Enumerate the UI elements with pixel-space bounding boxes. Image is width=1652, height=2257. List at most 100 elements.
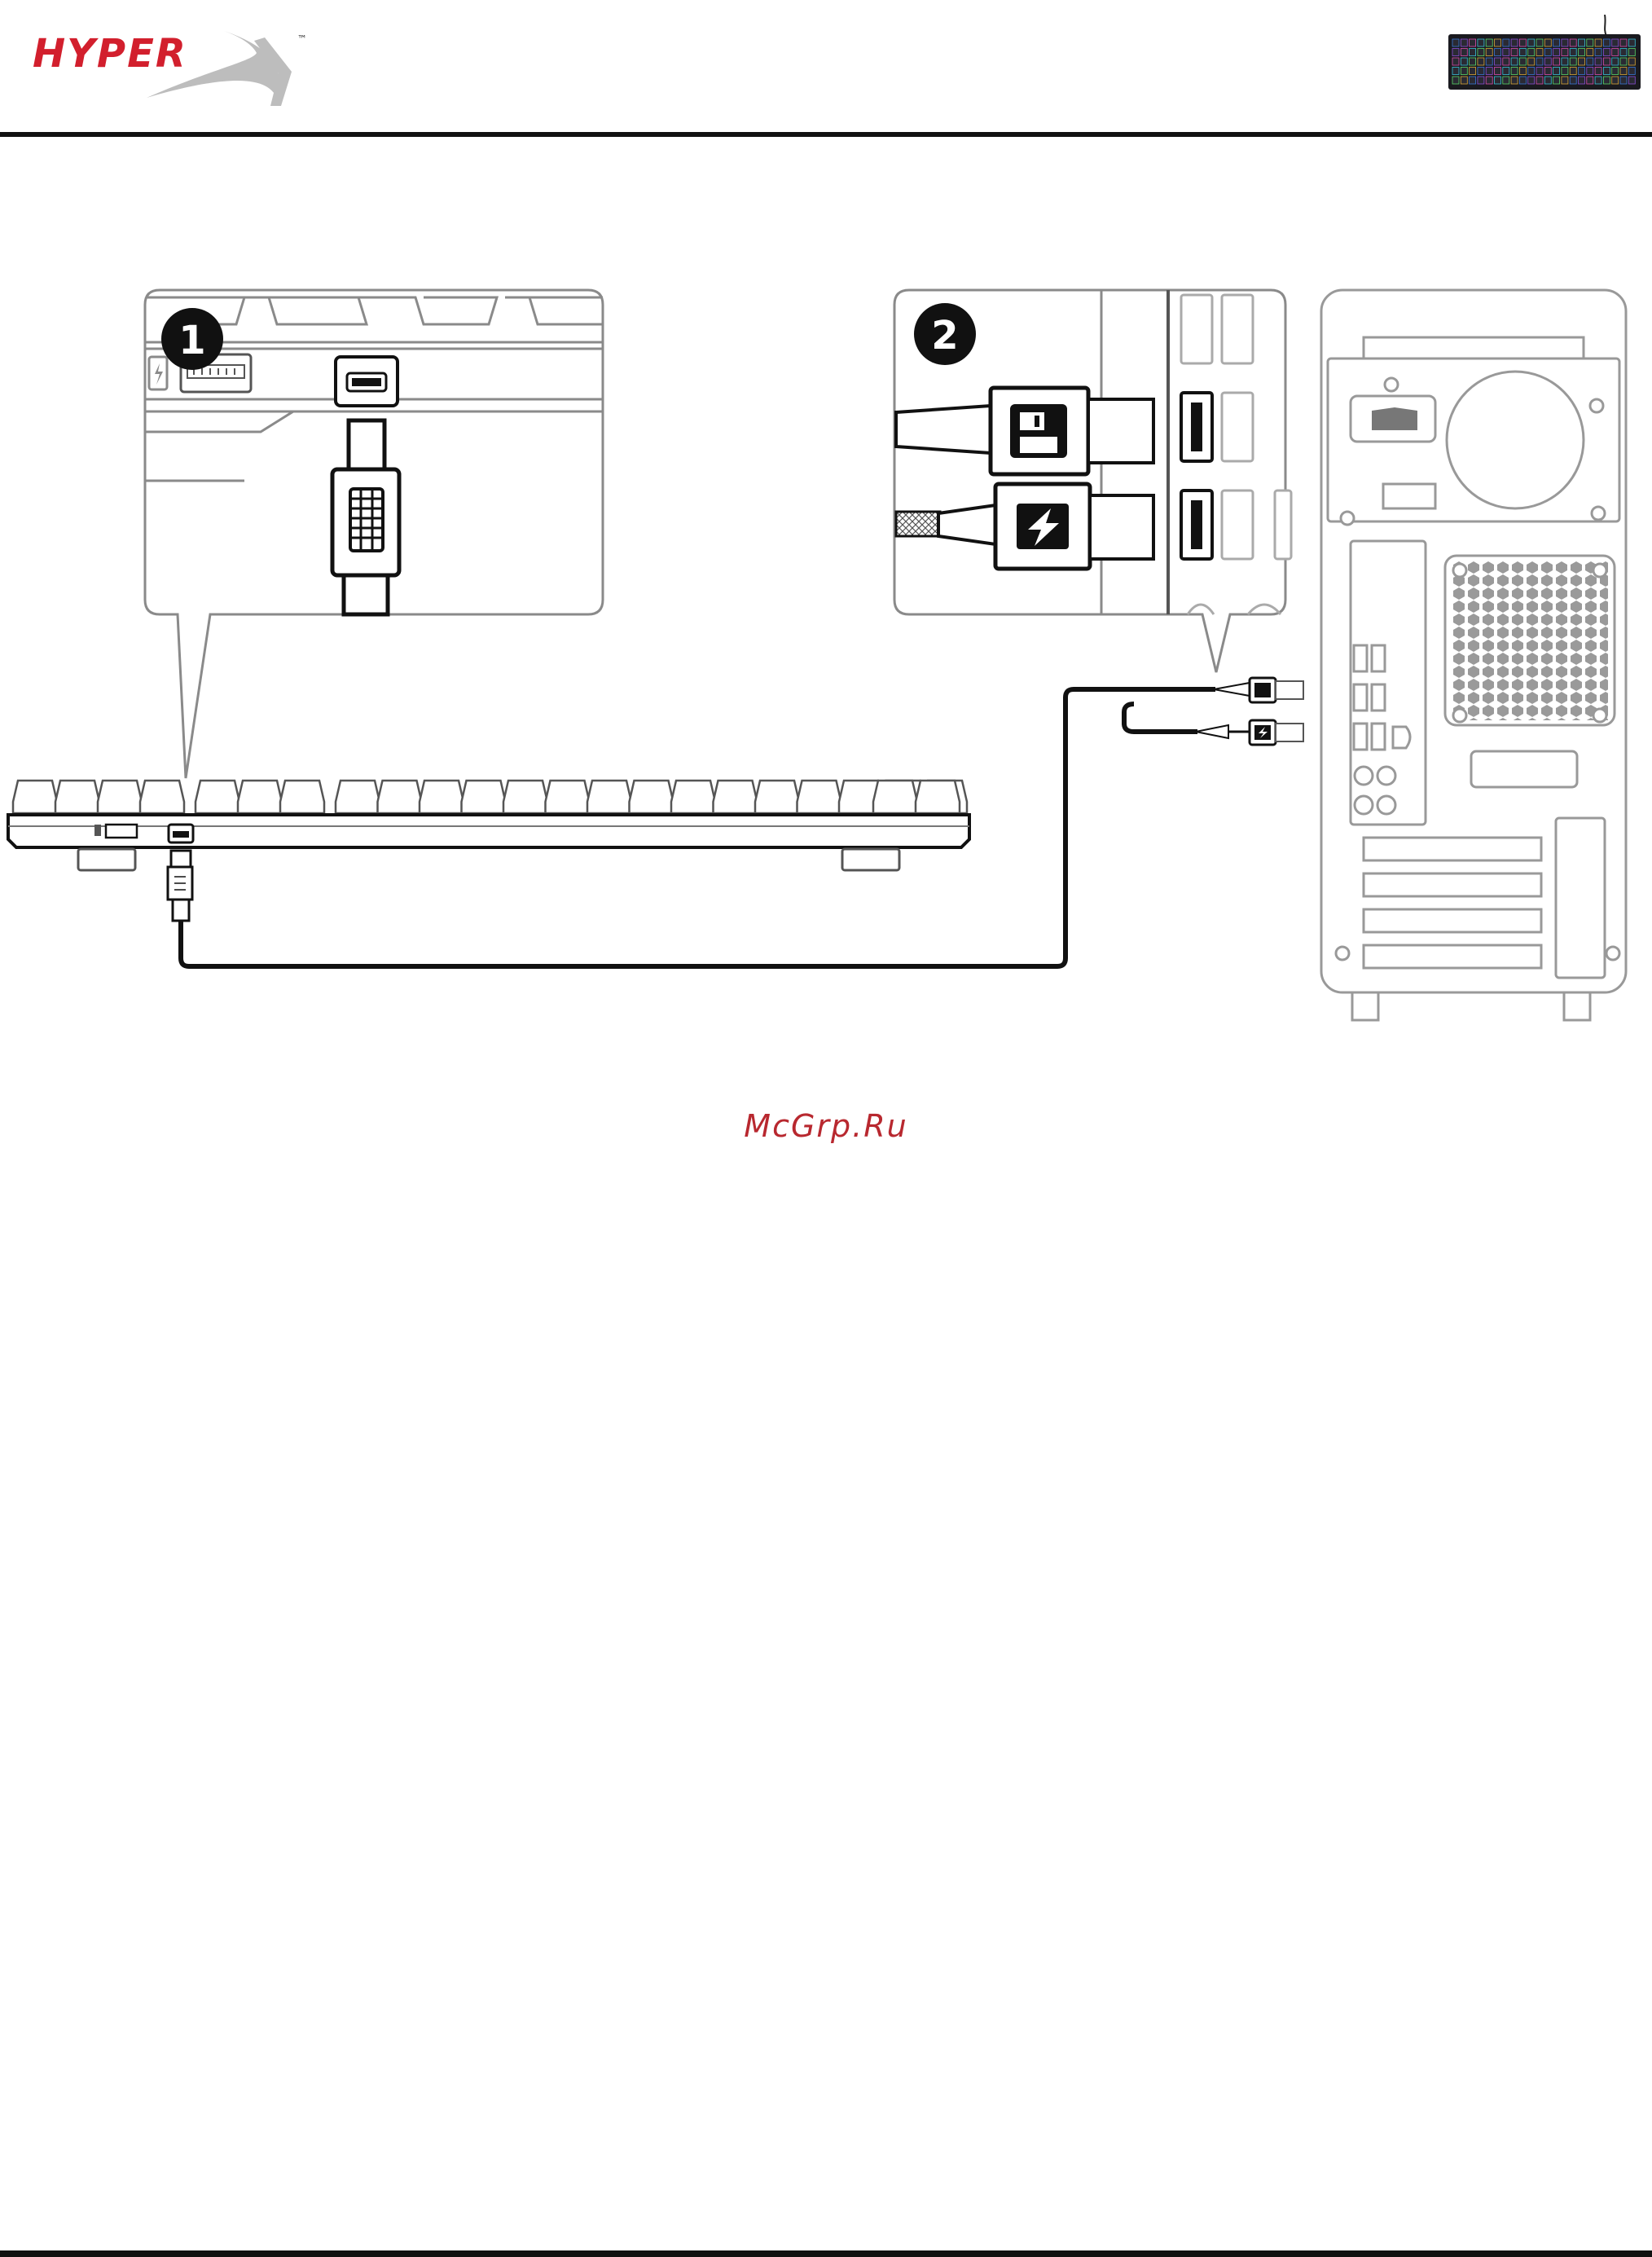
- thumb-key: [1620, 77, 1627, 84]
- thumb-key: [1587, 39, 1593, 46]
- thumb-key: [1570, 39, 1576, 46]
- callout-step-1: 1: [145, 290, 603, 778]
- thumb-key: [1553, 39, 1560, 46]
- keycap: [336, 781, 380, 813]
- callout-step-2: 2: [894, 290, 1291, 672]
- thumb-key: [1528, 49, 1535, 56]
- keycap: [378, 781, 422, 813]
- thumb-key: [1595, 77, 1601, 84]
- thumb-key: [1486, 39, 1492, 46]
- thumb-key: [1579, 77, 1585, 84]
- thumb-key: [1595, 39, 1601, 46]
- thumb-key: [1612, 77, 1619, 84]
- thumb-key: [1587, 68, 1593, 75]
- thumb-key: [1570, 49, 1576, 56]
- thumb-key: [1628, 68, 1635, 75]
- thumb-key: [1511, 39, 1518, 46]
- keycap: [587, 781, 631, 813]
- keycap: [630, 781, 674, 813]
- data-connector-icon: [350, 489, 383, 551]
- thumb-key: [1628, 77, 1635, 84]
- thumb-key: [1486, 49, 1492, 56]
- connection-diagram: 1: [0, 277, 1652, 1043]
- thumb-key: [1620, 68, 1627, 75]
- keyboard-side-view: [8, 781, 969, 921]
- thumb-key: [1519, 68, 1526, 75]
- thumb-key: [1519, 77, 1526, 84]
- watermark-text: McGrp.Ru: [0, 1108, 1652, 1144]
- keyboard-thumbnail: [1448, 15, 1641, 90]
- pc-tower-rear: [1321, 290, 1626, 1020]
- keycap: [714, 781, 758, 813]
- thumb-key: [1495, 39, 1501, 46]
- page-header: HYPER ™: [0, 0, 1652, 137]
- thumb-key: [1579, 68, 1585, 75]
- trademark-mark: ™: [297, 33, 307, 45]
- thumb-key: [1620, 39, 1627, 46]
- thumb-key: [1579, 39, 1585, 46]
- thumb-key: [1603, 49, 1610, 56]
- thumb-key: [1452, 49, 1459, 56]
- thumb-key: [1628, 49, 1635, 56]
- thumb-key: [1544, 49, 1551, 56]
- keycap: [755, 781, 799, 813]
- thumb-key: [1553, 68, 1560, 75]
- keycap: [462, 781, 506, 813]
- thumb-key: [1461, 68, 1467, 75]
- cable-plug-data: [1214, 678, 1303, 702]
- thumb-key: [1570, 68, 1576, 75]
- keycap: [98, 781, 142, 813]
- thumb-key: [1562, 39, 1568, 46]
- thumb-key: [1628, 39, 1635, 46]
- thumb-key: [1461, 39, 1467, 46]
- thumb-key: [1486, 58, 1492, 65]
- thumb-key: [1587, 49, 1593, 56]
- lightning-bolt-icon: [1017, 504, 1069, 549]
- thumb-key: [1452, 77, 1459, 84]
- thumb-key: [1528, 68, 1535, 75]
- thumb-key: [1562, 68, 1568, 75]
- keycap: [280, 781, 324, 813]
- thumb-key: [1553, 58, 1560, 65]
- thumb-key: [1478, 77, 1484, 84]
- thumb-key: [1478, 49, 1484, 56]
- cable-plug-charge: [1196, 720, 1303, 745]
- thumb-key: [1620, 58, 1627, 65]
- thumb-key: [1528, 77, 1535, 84]
- thumb-key: [1553, 77, 1560, 84]
- thumb-key: [1461, 58, 1467, 65]
- thumb-key: [1536, 49, 1543, 56]
- keycap: [671, 781, 715, 813]
- thumb-key: [1628, 58, 1635, 65]
- keycap: [13, 781, 57, 813]
- keycap: [916, 781, 960, 813]
- footer-divider: [0, 2250, 1652, 2257]
- thumb-key: [1470, 39, 1476, 46]
- thumb-key: [1478, 68, 1484, 75]
- thumb-key: [1612, 68, 1619, 75]
- thumb-key: [1579, 58, 1585, 65]
- thumb-key: [1495, 58, 1501, 65]
- step-2-number: 2: [931, 313, 958, 359]
- keycap: [873, 781, 917, 813]
- thumb-key: [1511, 68, 1518, 75]
- thumb-key: [1620, 49, 1627, 56]
- thumb-key: [1579, 49, 1585, 56]
- thumb-key: [1452, 39, 1459, 46]
- keycap: [196, 781, 239, 813]
- thumb-key: [1595, 49, 1601, 56]
- thumb-key: [1495, 49, 1501, 56]
- thumb-key: [1544, 68, 1551, 75]
- thumb-key: [1544, 58, 1551, 65]
- svg-text:HYPER: HYPER: [33, 31, 187, 77]
- thumb-key: [1478, 39, 1484, 46]
- thumb-key: [1587, 58, 1593, 65]
- thumb-key: [1519, 58, 1526, 65]
- thumb-key: [1562, 49, 1568, 56]
- thumb-key: [1511, 49, 1518, 56]
- thumb-key: [1603, 39, 1610, 46]
- thumb-key: [1503, 39, 1509, 46]
- thumb-key: [1503, 49, 1509, 56]
- thumb-key: [1536, 68, 1543, 75]
- thumb-key: [1511, 77, 1518, 84]
